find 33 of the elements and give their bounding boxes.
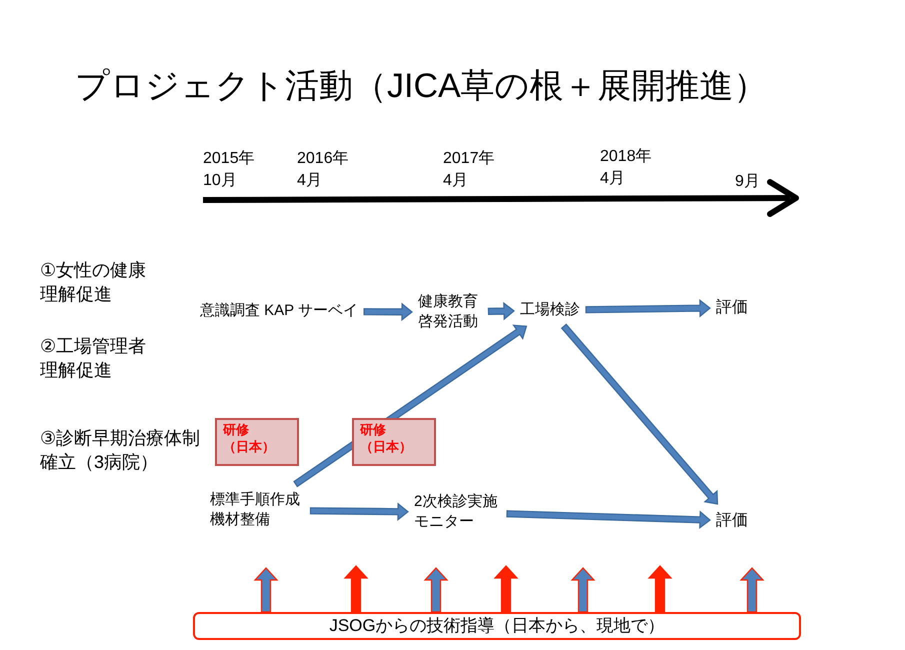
step-label: 健康教育啓発活動 [418,292,482,332]
arrow [740,567,764,613]
training-box: 研修（日本） [215,418,299,466]
row-label: ①女性の健康理解促進 [40,259,148,306]
step-label: 標準手順作成機材整備 [210,490,304,530]
step-label: 2次検診実施モニター [414,492,501,532]
arrow [364,302,413,322]
step-label: 評価 [716,510,748,532]
step-label: 工場検診 [520,300,580,320]
arrow [570,567,596,613]
step-label: 評価 [716,297,748,319]
slide-title: プロジェクト活動（JICA草の根＋展開推進） [75,66,768,107]
arrow [585,298,711,318]
timeline-date: 2016年 4月 [297,149,350,191]
timeline-date: 2018年 4月 [600,147,653,189]
arrow [344,565,368,613]
row-label: ②工場管理者理解促進 [40,335,148,382]
arrow [254,567,278,613]
step-label: 意識調査 KAP サーベイ [200,301,358,322]
timeline-date: 9月 [735,172,760,192]
arrow [560,323,718,505]
timeline-date: 2015年 10月 [203,149,256,191]
arrow [494,565,518,613]
row-label: ③診断早期治療体制確立（3病院） [40,427,202,474]
timeline-date: 2017年 4月 [443,149,496,191]
training-box: 研修（日本） [352,418,436,466]
arrow [488,302,515,320]
arrow [293,324,528,488]
arrow [648,565,672,613]
guidance-box: JSOGからの技術指導（日本から、現地で） [193,612,801,640]
arrow [310,502,409,521]
arrow [506,510,711,530]
arrow [424,567,448,613]
